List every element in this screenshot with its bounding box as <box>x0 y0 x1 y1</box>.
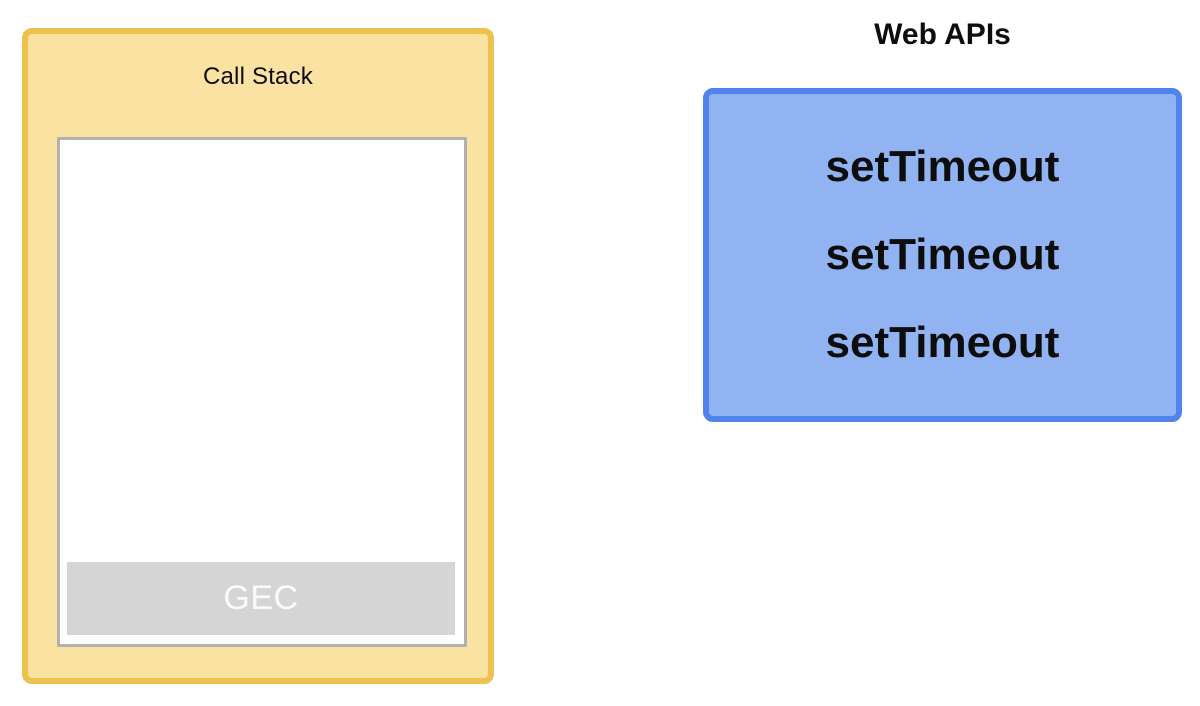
stack-frame: GEC <box>67 562 455 635</box>
web-api-item: setTimeout <box>825 318 1060 367</box>
web-apis-box: setTimeout setTimeout setTimeout <box>703 88 1182 422</box>
call-stack-area: GEC <box>57 137 467 647</box>
web-api-item: setTimeout <box>825 230 1060 279</box>
call-stack-title: Call Stack <box>202 63 314 90</box>
web-apis-title: Web APIs <box>874 18 1011 51</box>
web-api-item: setTimeout <box>825 142 1060 191</box>
call-stack-frames: GEC <box>67 562 455 635</box>
call-stack-box: Call Stack GEC <box>22 28 494 684</box>
